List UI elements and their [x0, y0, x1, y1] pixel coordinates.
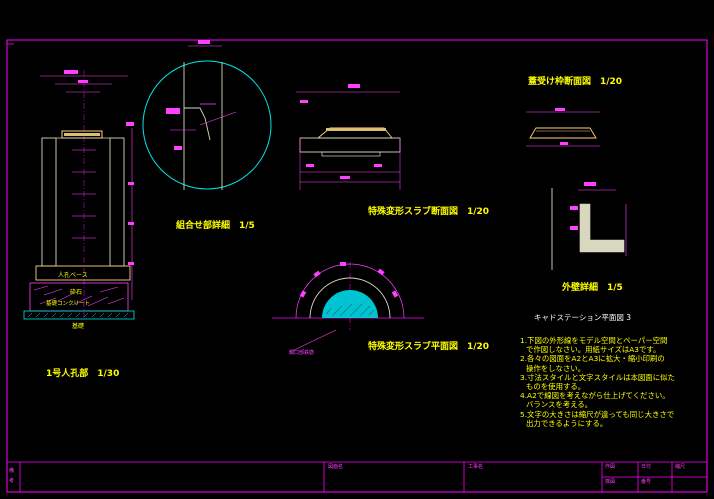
title-block-drawn: 作図: [605, 464, 616, 470]
note-line: バランスを考える。: [526, 400, 593, 410]
note-line: 5.文字の大きさは縮尺が違っても同じ大きさで: [520, 409, 675, 419]
title-block-date: 日付: [641, 464, 652, 470]
slab-plan-view[interactable]: [272, 262, 424, 353]
note-line: 操作をしなさい。: [526, 363, 586, 373]
note-line: ものを使用する。: [526, 382, 586, 392]
title-block-number: 番号: [641, 479, 652, 485]
title-block-scale: 縮尺: [675, 464, 686, 470]
note-line: 1.下図の外形線をモデル空間とペーパー空間: [520, 336, 668, 345]
notes-block: 1.下図の外形線をモデル空間とペーパー空間 で作図しなさい。用紙サイズはA3です…: [520, 336, 675, 428]
slab-plan-callout: 開口部鉄筋: [289, 349, 314, 356]
slab-section-view[interactable]: [296, 84, 401, 190]
note-line: で作図しなさい。用紙サイズはA3です。: [526, 345, 661, 355]
joint-detail-title: 組合せ部詳細 1/5: [176, 219, 255, 231]
title-block-drawing-name: 図面名: [328, 464, 344, 470]
frame-detail-view[interactable]: [526, 108, 600, 147]
note-line: 3.寸法スタイルと文字スタイルは本図面に似た: [520, 372, 675, 382]
wall-detail-view[interactable]: [551, 182, 627, 270]
wall-detail-title: 外壁詳細 1/5: [561, 281, 623, 293]
title-block-remarks: 備考: [9, 468, 15, 484]
manhole-section-title: 1号人孔部 1/30: [46, 367, 119, 379]
manhole-gravel-label: 砕石: [70, 288, 82, 296]
manhole-section-view[interactable]: [23, 70, 135, 320]
note-line: 出力できるようにする。: [526, 418, 608, 428]
title-block-checked: 検図: [605, 479, 616, 485]
drawing-frame: [6, 39, 708, 493]
joint-detail-view[interactable]: [142, 40, 272, 190]
notes-heading: キャドステーション平面図 3: [534, 313, 632, 322]
note-line: 2.各々の図面をA2とA3に拡大・縮小印刷の: [520, 354, 665, 364]
manhole-foundation-label: 基礎: [72, 322, 84, 330]
frame-detail-title: 蓋受け枠断面図 1/20: [528, 75, 622, 87]
slab-section-title: 特殊変形スラブ断面図 1/20: [368, 205, 489, 217]
title-block: [7, 461, 707, 492]
slab-plan-title: 特殊変形スラブ平面図 1/20: [368, 340, 489, 352]
title-block-project-name: 工事名: [468, 464, 484, 470]
manhole-concrete-label: 基礎コンクリート: [46, 299, 90, 307]
manhole-base-label: 人孔ベース: [58, 271, 88, 279]
note-line: 4.A2で線図を考えながら仕上げてください。: [520, 391, 670, 401]
